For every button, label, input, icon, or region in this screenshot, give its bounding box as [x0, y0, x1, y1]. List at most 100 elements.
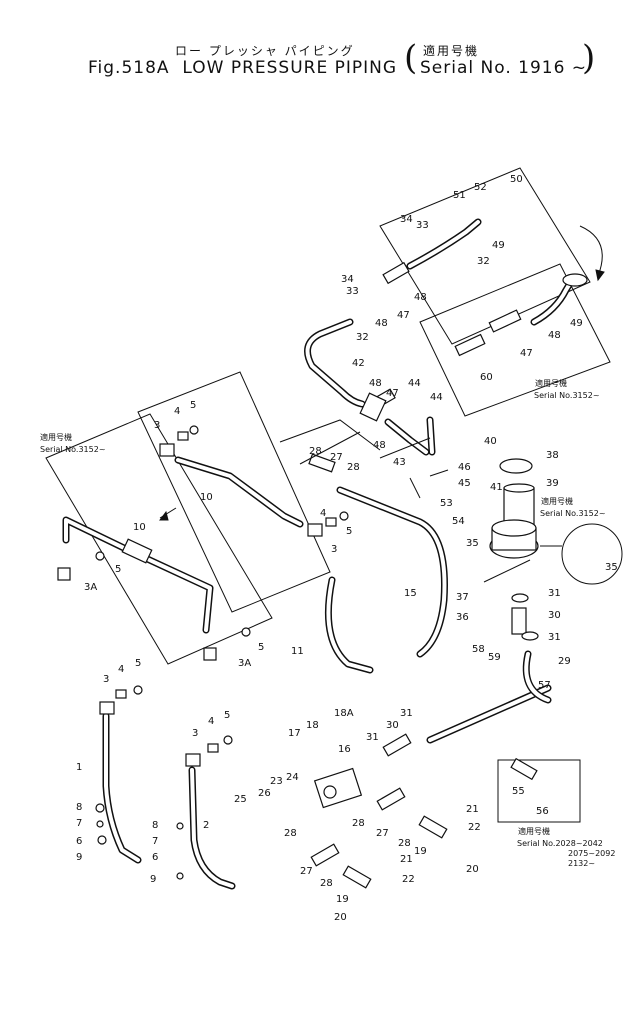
- callout-46: 46: [458, 462, 471, 473]
- callout-3: 3: [331, 544, 337, 555]
- callout-28: 28: [320, 878, 333, 889]
- callout-5: 5: [190, 400, 196, 411]
- fittings: [57, 261, 539, 889]
- callout-19: 19: [414, 846, 427, 857]
- callout-35: 35: [466, 538, 479, 549]
- callout-58: 58: [472, 644, 485, 655]
- filter-head-35: [489, 519, 539, 559]
- callout-45: 45: [458, 478, 471, 489]
- callouts: 3 4 5 1 8 7 6 9 3 4 5 8 7 6 9 2 3 4 5 10…: [40, 174, 618, 923]
- callout-51: 51: [453, 190, 466, 201]
- open-paren: (: [404, 38, 418, 78]
- note-serial: Serial No.3152~: [540, 509, 606, 518]
- callout-60: 60: [480, 372, 493, 383]
- callout-34: 34: [400, 214, 413, 225]
- callout-56: 56: [536, 806, 549, 817]
- callout-52: 52: [474, 182, 487, 193]
- callout-4: 4: [208, 716, 214, 727]
- serial-range: Serial No. 1916 ~: [420, 58, 588, 78]
- callout-22: 22: [468, 822, 481, 833]
- callout-7: 7: [76, 818, 82, 829]
- pipe-49-upper: [406, 218, 482, 270]
- callout-32: 32: [356, 332, 369, 343]
- callout-10: 10: [200, 492, 213, 503]
- callout-34: 34: [341, 274, 354, 285]
- callout-33: 33: [416, 220, 429, 231]
- callout-4: 4: [320, 508, 326, 519]
- callout-5: 5: [135, 658, 141, 669]
- note-serial: Serial No.3152~: [40, 445, 106, 454]
- callout-57: 57: [538, 680, 551, 691]
- callout-31: 31: [400, 708, 413, 719]
- callout-37: 37: [456, 592, 469, 603]
- title-japanese: ロー プレッシャ パイピング: [175, 44, 355, 58]
- callout-31: 31: [548, 588, 561, 599]
- callout-4: 4: [118, 664, 124, 675]
- callout-24: 24: [286, 772, 299, 783]
- callout-18: 18: [306, 720, 319, 731]
- callout-44: 44: [430, 392, 443, 403]
- callout-6: 6: [76, 836, 82, 847]
- note-serial-3: 2132~: [568, 859, 595, 868]
- callout-11: 11: [291, 646, 304, 657]
- pipe-10-lower: [62, 516, 214, 634]
- callout-40: 40: [484, 436, 497, 447]
- callout-28: 28: [352, 818, 365, 829]
- figure-name: LOW PRESSURE PIPING: [182, 58, 398, 78]
- callout-48: 48: [548, 330, 561, 341]
- o-ring-38: [499, 458, 533, 474]
- note-serial: Serial No.2028~2042: [517, 839, 603, 848]
- pipe-42: [304, 318, 366, 408]
- callout-15: 15: [404, 588, 417, 599]
- callout-3: 3: [192, 728, 198, 739]
- callout-48: 48: [375, 318, 388, 329]
- leader-lines: [299, 431, 562, 583]
- callout-33: 33: [346, 286, 359, 297]
- callout-48: 48: [373, 440, 386, 451]
- callout-47: 47: [397, 310, 410, 321]
- callout-2: 2: [203, 820, 209, 831]
- callout-31: 31: [548, 632, 561, 643]
- elbow-43: [384, 416, 436, 456]
- callout-28: 28: [398, 838, 411, 849]
- callout-50: 50: [510, 174, 523, 185]
- callout-9: 9: [76, 852, 82, 863]
- callout-23: 23: [270, 776, 283, 787]
- callout-29: 29: [558, 656, 571, 667]
- callout-53: 53: [440, 498, 453, 509]
- callout-55: 55: [512, 786, 525, 797]
- pipe-1: [102, 712, 142, 864]
- callout-21: 21: [466, 804, 479, 815]
- callout-4: 4: [174, 406, 180, 417]
- figure-title: Fig.518A LOW PRESSURE PIPING: [88, 58, 397, 78]
- callout-5: 5: [258, 642, 264, 653]
- inset-panel-left: [45, 413, 273, 665]
- callout-21: 21: [400, 854, 413, 865]
- callout-3A: 3A: [84, 582, 97, 593]
- hose-15: [336, 486, 448, 658]
- inset-panel-bottom-right: [497, 759, 581, 823]
- callout-16: 16: [338, 744, 351, 755]
- callout-35: 35: [605, 562, 618, 573]
- note-serial: Serial No.3152~: [534, 391, 600, 400]
- callout-20: 20: [466, 864, 479, 875]
- callout-1: 1: [76, 762, 82, 773]
- callout-36: 36: [456, 612, 469, 623]
- callout-7: 7: [152, 836, 158, 847]
- close-paren: ): [582, 38, 596, 78]
- pipe-49-lower: [530, 273, 588, 326]
- callout-5: 5: [224, 710, 230, 721]
- note-applicable-jp: 適用号機: [40, 432, 72, 442]
- callout-5: 5: [115, 564, 121, 575]
- callout-48: 48: [369, 378, 382, 389]
- hose-11: [324, 576, 374, 674]
- figure-number: Fig.518A: [88, 58, 170, 78]
- callout-28: 28: [309, 446, 322, 457]
- inset-panel-middle: [137, 371, 381, 613]
- callout-27: 27: [300, 866, 313, 877]
- callout-42: 42: [352, 358, 365, 369]
- callout-19: 19: [336, 894, 349, 905]
- note-applicable-jp: 適用号機: [518, 826, 550, 836]
- callout-28: 28: [284, 828, 297, 839]
